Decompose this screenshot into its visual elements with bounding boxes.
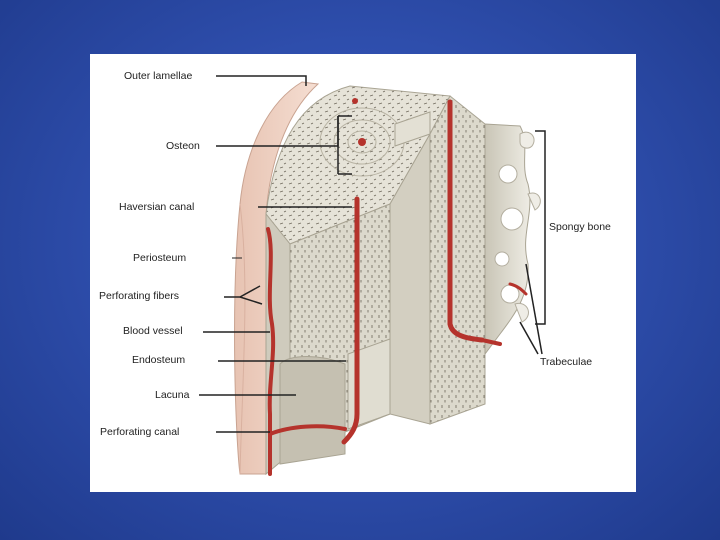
- label-endosteum: Endosteum: [132, 354, 185, 366]
- label-perforating-canal: Perforating canal: [100, 426, 179, 438]
- label-lacuna: Lacuna: [155, 389, 189, 401]
- label-osteon: Osteon: [166, 140, 200, 152]
- label-blood-vessel: Blood vessel: [123, 325, 183, 337]
- label-trabeculae: Trabeculae: [540, 356, 592, 368]
- label-perforating-fibers: Perforating fibers: [99, 290, 179, 302]
- label-periosteum: Periosteum: [133, 252, 186, 264]
- label-spongy-bone: Spongy bone: [549, 221, 611, 233]
- label-haversian-canal: Haversian canal: [119, 201, 194, 213]
- bone-structure-figure: Outer lamellae Osteon Haversian canal Pe…: [90, 54, 636, 492]
- label-outer-lamellae: Outer lamellae: [124, 70, 192, 82]
